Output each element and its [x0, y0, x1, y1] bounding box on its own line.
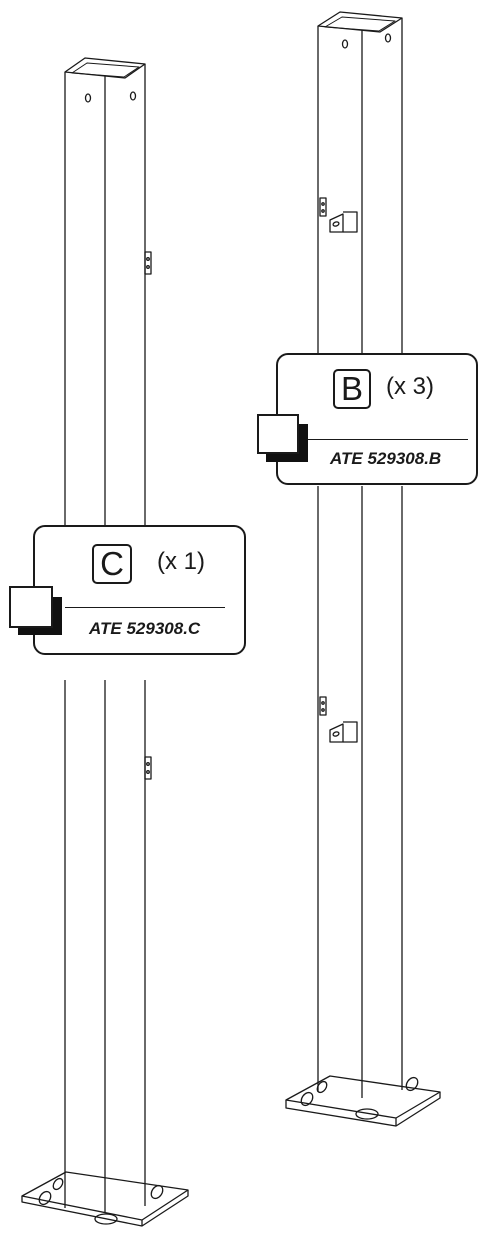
- post-left-top-cap: [64, 57, 146, 79]
- post-right: [285, 11, 441, 1127]
- label-c-divider: [65, 607, 225, 608]
- label-c-quantity: (x 1): [157, 548, 205, 575]
- post-left-tab: [144, 251, 152, 275]
- label-b-letter: B: [340, 370, 363, 407]
- label-b-part-number: ATE 529308.B: [330, 449, 442, 468]
- post-right-hole: [384, 33, 392, 43]
- post-left-tab: [144, 756, 152, 780]
- post-right-base-plate: [285, 1075, 441, 1127]
- label-c-letter: C: [100, 545, 124, 582]
- post-right-bracket: [319, 197, 358, 233]
- label-card-b: B (x 3) ATE 529308.B: [276, 353, 478, 485]
- post-left-base-plate: [21, 1171, 189, 1227]
- label-b-divider: [308, 439, 468, 440]
- post-left-hole: [129, 91, 137, 101]
- label-c-part-number: ATE 529308.C: [89, 619, 201, 638]
- post-right-bracket: [319, 696, 358, 743]
- post-left-hole: [84, 93, 92, 103]
- label-b-quantity: (x 3): [386, 373, 434, 400]
- label-card-c: C (x 1) ATE 529308.C: [33, 525, 246, 655]
- label-b-letter-box: B: [333, 369, 371, 409]
- post-right-hole: [341, 39, 349, 49]
- post-right-top-cap: [317, 11, 403, 33]
- label-c-letter-box: C: [92, 544, 132, 584]
- post-left: [21, 57, 189, 1227]
